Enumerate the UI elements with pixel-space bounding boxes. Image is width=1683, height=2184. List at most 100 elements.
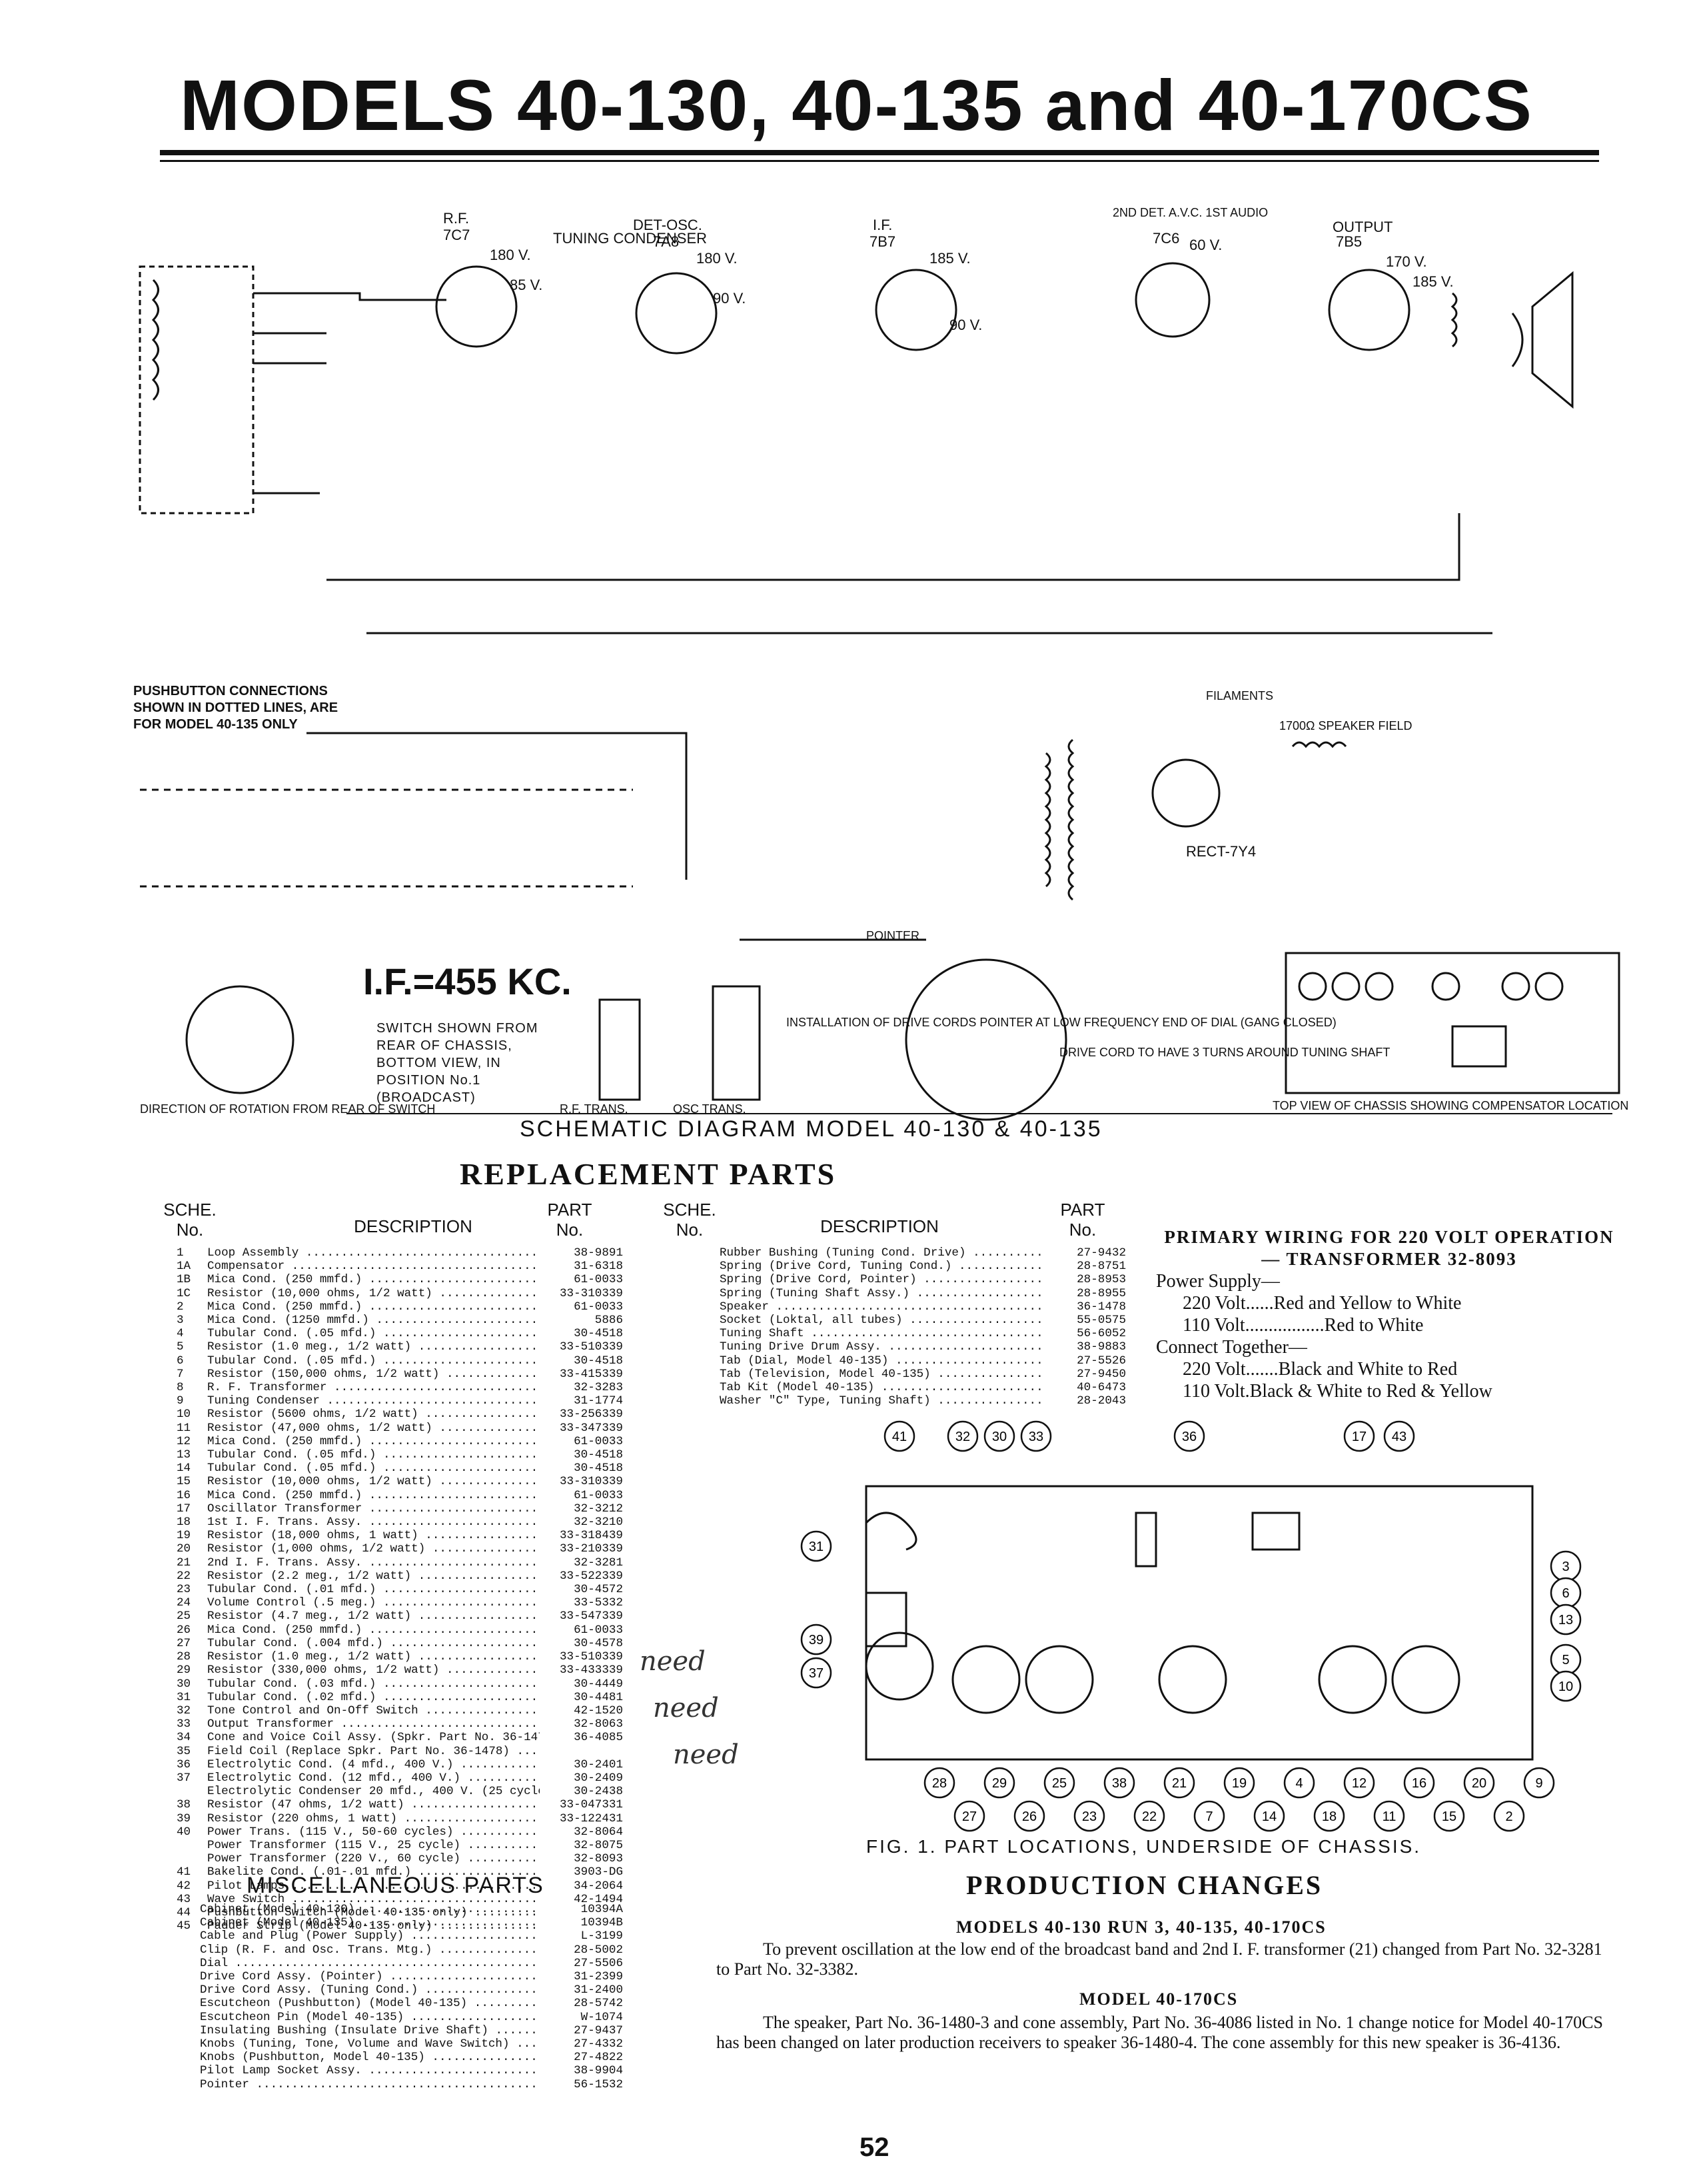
tube-if-volt: 185 V. (929, 250, 971, 267)
title-rule (160, 150, 1599, 155)
misc-part-description: Cabinet (Model 40-130) (200, 1903, 540, 1916)
parts-row: Tab (Dial, Model 40-135)27-5526 (720, 1354, 1126, 1368)
callout-number: 25 (1052, 1776, 1067, 1791)
tuning-condenser-label: TUNING CONDENSER (553, 230, 707, 247)
part-description: Electrolytic Cond. (12 mfd., 400 V.) (207, 1771, 540, 1785)
parts-row: Spring (Drive Cord, Pointer)28-8953 (720, 1273, 1126, 1287)
part-number: 30-4578 (540, 1636, 623, 1651)
rf-transformer (598, 998, 641, 1101)
compensator-location (1451, 1025, 1507, 1068)
misc-part-number: 28-5742 (540, 1997, 623, 2011)
tube-output-volt: 170 V. (1386, 253, 1427, 270)
part-number: 33-210339 (540, 1542, 623, 1556)
callout-right: 6 (1550, 1577, 1582, 1609)
production-text-1: To prevent oscillation at the low end of… (716, 1939, 1602, 1979)
part-sche-no: 22 (177, 1569, 191, 1583)
production-model-1: MODELS 40-130 RUN 3, 40-135, 40-170CS (956, 1917, 1327, 1937)
socket-7c7 (1534, 972, 1564, 1001)
figure-caption: FIG. 1. PART LOCATIONS, UNDERSIDE OF CHA… (866, 1836, 1422, 1857)
part-number: 27-5526 (1043, 1354, 1126, 1368)
misc-row: Cable and Plug (Power Supply)L-3199 (200, 1929, 623, 1943)
part-description: Tubular Cond. (.05 mfd.) (207, 1462, 540, 1475)
part-sche-no: 21 (177, 1556, 191, 1570)
tube-2nddet-volt: 60 V. (1189, 237, 1222, 253)
part-description: Mica Cond. (1250 mmfd.) (207, 1314, 540, 1327)
callout-number: 14 (1262, 1809, 1277, 1824)
part-sche-no: 41 (177, 1865, 191, 1879)
callout-number: 27 (962, 1809, 977, 1824)
callout-number: 19 (1232, 1776, 1247, 1791)
callout-number: 41 (892, 1430, 907, 1444)
misc-row: Pointer56-1532 (200, 2077, 623, 2091)
part-description: Tone Control and On-Off Switch (207, 1704, 540, 1717)
part-description: Resistor (5600 ohms, 1/2 watt) (207, 1408, 540, 1421)
parts-row: 1B Mica Cond. (250 mmfd.)61-0033 (170, 1273, 623, 1287)
handwritten-note-3: need (673, 1739, 739, 1770)
part-number: 61-0033 (540, 1273, 623, 1287)
tone-control-part (1135, 1512, 1157, 1568)
part-description: Tuning Shaft (720, 1327, 1043, 1340)
part-description: Mica Cond. (250 mmfd.) (207, 1273, 540, 1286)
misc-parts-title: MISCELLANEOUS PARTS (247, 1873, 544, 1898)
connect-together-label: Connect Together— (1156, 1337, 1307, 1358)
part-number: 33-547339 (540, 1610, 623, 1624)
part-description: Rubber Bushing (Tuning Cond. Drive) (720, 1246, 1043, 1260)
misc-part-number: 38-9904 (540, 2064, 623, 2078)
tube-output-volt2: 185 V. (1412, 273, 1454, 290)
misc-part-description: Drive Cord Assy. (Pointer) (200, 1970, 540, 1983)
socket-7b5 (1331, 972, 1361, 1001)
part-description: Power Trans. (115 V., 50-60 cycles) (207, 1825, 540, 1839)
part-description: Spring (Drive Cord, Tuning Cond.) (720, 1260, 1043, 1273)
part-description: Tubular Cond. (.01 mfd.) (207, 1583, 540, 1596)
part-sche-no: 15 (177, 1475, 191, 1489)
misc-row: Cabinet (Model 40-130)10394A (200, 1903, 623, 1917)
callout-bottom: 22 (1133, 1800, 1165, 1832)
callout-left: 39 (800, 1624, 832, 1655)
part-sche-no: 43 (177, 1892, 191, 1906)
part-number: 27-9450 (1043, 1367, 1126, 1382)
part-sche-no: 33 (177, 1717, 191, 1731)
part-sche-no: 31 (177, 1690, 191, 1704)
callout-bottom: 38 (1103, 1767, 1135, 1799)
part-sche-no: 2 (177, 1300, 184, 1314)
tube-output-7b5 (1328, 269, 1410, 351)
misc-row: Escutcheon Pin (Model 40-135)W-1074 (200, 2010, 623, 2024)
part-sche-no: 23 (177, 1583, 191, 1597)
part-sche-no: 36 (177, 1757, 191, 1771)
misc-row: Pilot Lamp Socket Assy.38-9904 (200, 2064, 623, 2078)
part-description: Field Coil (Replace Spkr. Part No. 36-14… (207, 1745, 540, 1758)
part-number: 28-2043 (1043, 1394, 1126, 1408)
osc-transformer (712, 985, 761, 1101)
part-description: Mica Cond. (250 mmfd.) (207, 1489, 540, 1502)
osc-trans-label: OSC TRANS. (673, 1102, 746, 1116)
socket-7c6 (1365, 972, 1394, 1001)
part-sche-no: 45 (177, 1919, 191, 1933)
callout-number: 28 (932, 1776, 947, 1791)
callout-bottom: 25 (1043, 1767, 1075, 1799)
part-description: Resistor (150,000 ohms, 1/2 watt) (207, 1368, 540, 1381)
part-description: Tubular Cond. (.004 mfd.) (207, 1637, 540, 1650)
part-sche-no: 1B (177, 1273, 191, 1287)
part-number: 30-4572 (540, 1583, 623, 1597)
loop-coil (151, 279, 159, 401)
part-number: 30-2438 (540, 1785, 623, 1799)
callout-number: 22 (1142, 1809, 1157, 1824)
socket-7c6-under (1025, 1645, 1094, 1714)
rf-trans-label: R.F. TRANS. (560, 1102, 628, 1116)
schematic-diagram: TUNING CONDENSER FILAMENTS 1700Ω SPEAKER… (127, 180, 1639, 1126)
tube-rf-volt2: 85 V. (510, 277, 542, 293)
output-trans-part (1251, 1512, 1301, 1551)
part-number: 33-510339 (540, 1650, 623, 1664)
